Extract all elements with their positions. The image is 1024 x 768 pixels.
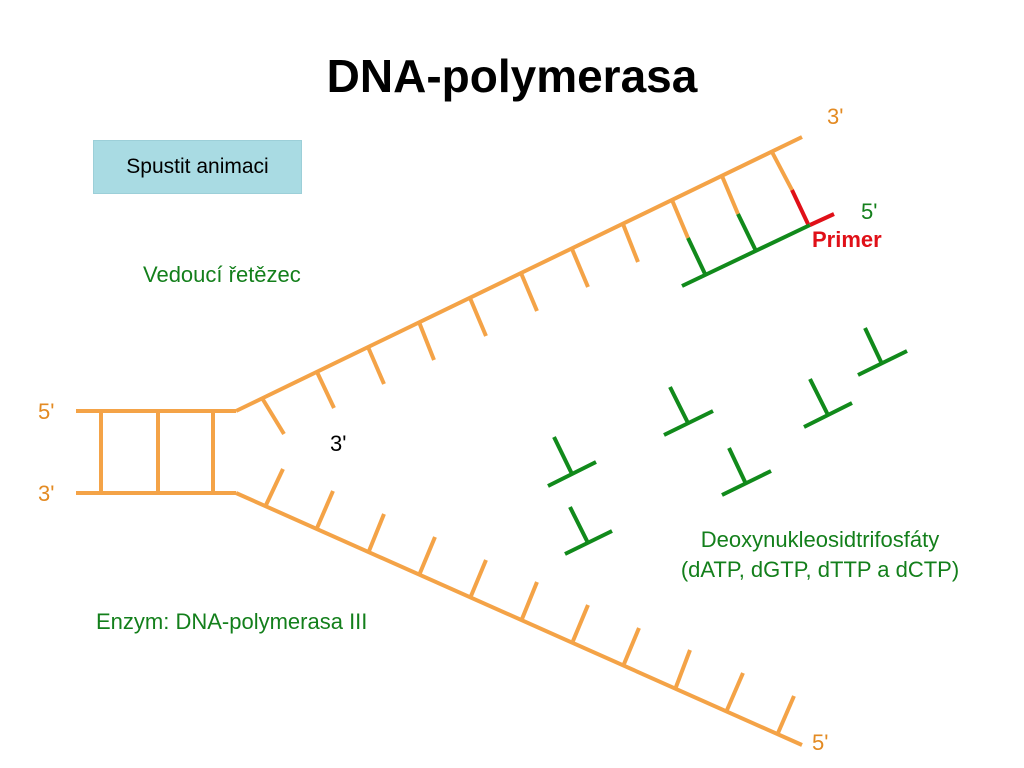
base-tick bbox=[570, 248, 590, 288]
base-tick bbox=[670, 199, 690, 239]
nucleotide-icon bbox=[857, 327, 908, 377]
base-tick bbox=[468, 297, 488, 337]
primer-label: Primer bbox=[812, 227, 882, 252]
primer-base-tick bbox=[790, 189, 810, 225]
base-tick bbox=[315, 371, 336, 409]
base-tick bbox=[264, 468, 285, 506]
base-tick bbox=[520, 581, 539, 620]
nucleotide-icon bbox=[564, 506, 613, 556]
enzyme-label: Enzym: DNA-polymerasa III bbox=[96, 609, 368, 634]
base-tick bbox=[720, 175, 740, 215]
lower-strand-backbone bbox=[235, 491, 803, 747]
nucleotide-icon bbox=[803, 378, 853, 429]
upper-template-strand bbox=[235, 135, 803, 436]
nucleotide-icon bbox=[547, 436, 597, 488]
left-5prime-label: 5' bbox=[38, 399, 55, 424]
base-tick bbox=[622, 627, 641, 665]
fork-3prime-label: 3' bbox=[330, 431, 347, 456]
dntp-label-line1: Deoxynukleosidtrifosfáty bbox=[700, 527, 940, 552]
base-tick bbox=[418, 536, 437, 574]
base-tick bbox=[770, 151, 794, 191]
base-tick bbox=[367, 513, 386, 552]
leading-strand-label: Vedoucí řetězec bbox=[143, 262, 301, 287]
base-tick bbox=[725, 672, 745, 711]
start-animation-button[interactable]: Spustit animaci bbox=[93, 140, 302, 194]
base-tick bbox=[260, 396, 286, 436]
dntp-label-line2: (dATP, dGTP, dTTP a dCTP) bbox=[680, 557, 960, 582]
new-base-tick bbox=[686, 237, 708, 277]
primer-backbone bbox=[809, 212, 835, 227]
free-nucleotides bbox=[547, 327, 908, 556]
base-tick bbox=[621, 223, 640, 263]
nucleotide-icon bbox=[663, 386, 714, 437]
top-strand-3prime-label: 3' bbox=[827, 104, 844, 129]
base-tick bbox=[776, 695, 796, 734]
base-tick bbox=[519, 272, 539, 312]
base-tick bbox=[674, 649, 692, 688]
new-base-tick bbox=[736, 213, 758, 252]
double-strand-region bbox=[76, 409, 236, 495]
left-3prime-label: 3' bbox=[38, 481, 55, 506]
primer-segment bbox=[790, 189, 835, 227]
primer-5prime-label: 5' bbox=[861, 199, 878, 224]
lower-template-strand bbox=[235, 468, 803, 747]
base-tick bbox=[469, 559, 488, 597]
base-tick bbox=[366, 346, 386, 385]
slide-title: DNA-polymerasa bbox=[326, 50, 698, 102]
bottom-5prime-label: 5' bbox=[812, 730, 829, 755]
new-strand-backbone bbox=[681, 223, 811, 288]
base-tick bbox=[571, 604, 590, 642]
base-tick bbox=[315, 490, 335, 529]
new-synthesized-strand bbox=[681, 213, 811, 288]
upper-strand-backbone bbox=[235, 135, 803, 413]
nucleotide-icon bbox=[721, 447, 772, 497]
base-tick bbox=[417, 321, 436, 361]
